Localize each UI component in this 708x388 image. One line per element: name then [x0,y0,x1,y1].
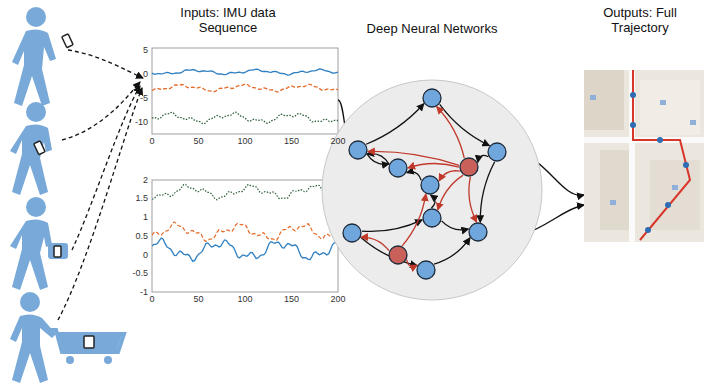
axis-tick: 50 [193,136,203,146]
axis-tick: 1.5 [135,193,148,203]
axis-tick: 200 [330,294,345,304]
section-heading: Outputs: Full Trajectory [584,6,696,36]
axis-tick: -5 [140,93,148,103]
axis-tick: 50 [193,294,203,304]
axis-tick: 1 [143,212,148,222]
axis-tick: 100 [237,136,252,146]
network-edges [361,104,495,267]
axis-tick: 0 [143,250,148,260]
axis-tick: 0 [149,294,154,304]
axis-tick: 0 [149,136,154,146]
dashed-arrows [58,50,143,320]
axis-tick: -1 [140,287,148,297]
axis-tick: 0.5 [135,231,148,241]
axis-tick: 150 [284,136,299,146]
axis-tick: 100 [237,294,252,304]
chart-frames [152,48,338,292]
axis-tick: 0 [143,69,148,79]
axis-tick: -10 [135,117,148,127]
section-heading: Deep Neural Networks [352,22,512,37]
network-boundary [322,80,542,300]
axis-tick: -0.5 [132,268,148,278]
axis-tick: 150 [284,294,299,304]
axis-tick: 5 [143,45,148,55]
trajectory-map [584,70,704,242]
axis-tick: 200 [330,136,345,146]
section-heading: Inputs: IMU data Sequence [169,6,287,36]
chart-lines [152,69,338,261]
axis-tick: 2 [143,175,148,185]
network-neurons [343,89,506,279]
